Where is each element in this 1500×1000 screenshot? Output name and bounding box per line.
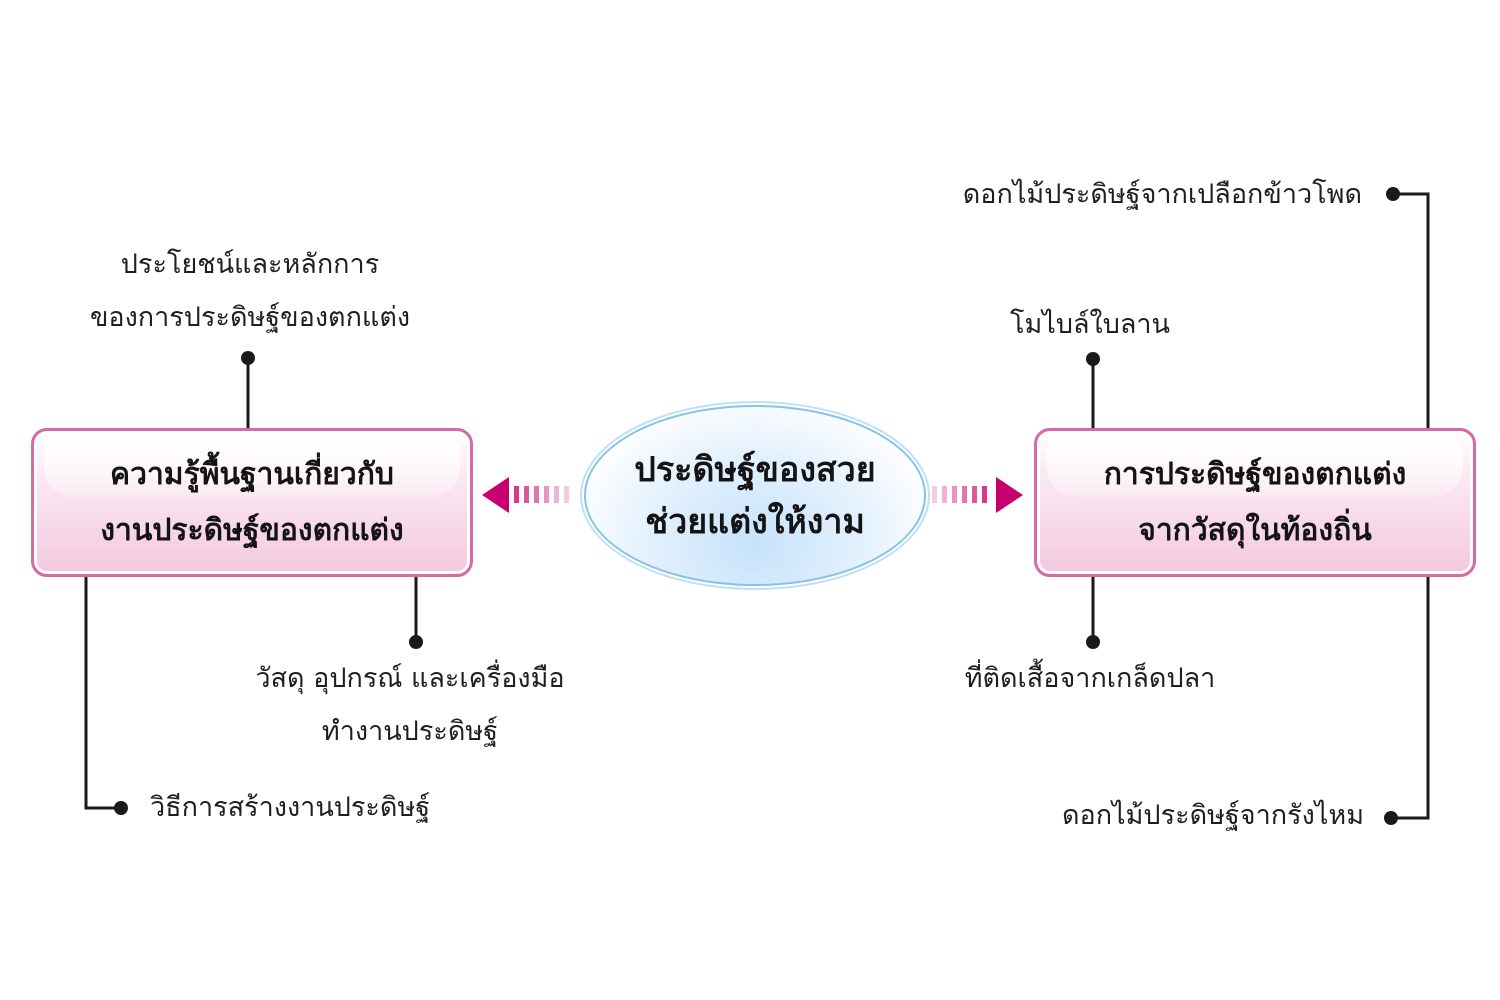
- leaf-fish-scale-brooch: ที่ติดเสื้อจากเกล็ดปลา: [940, 652, 1240, 705]
- leaf-palm-leaf-mobile-label: โมไบล์ใบลาน: [1009, 309, 1171, 340]
- left-branch-line-1: ความรู้พื้นฐานเกี่ยวกับ: [110, 456, 394, 492]
- leaf-cocoon-flower: ดอกไม้ประดิษฐ์จากรังไหม: [960, 789, 1364, 842]
- leaf-fish-scale-brooch-label: ที่ติดเสื้อจากเกล็ดปลา: [964, 663, 1216, 694]
- leaf-benefits: ประโยชน์และหลักการ ของการประดิษฐ์ของตกแต…: [68, 238, 432, 344]
- right-branch-node: การประดิษฐ์ของตกแต่ง จากวัสดุในท้องถิ่น: [1034, 428, 1476, 577]
- bullet-dot: [1086, 635, 1100, 649]
- leaf-palm-leaf-mobile: โมไบล์ใบลาน: [990, 298, 1190, 351]
- central-topic-line-1: ประดิษฐ์ของสวย: [634, 449, 876, 490]
- bullet-dot: [1086, 352, 1100, 366]
- bullet-dot: [241, 351, 255, 365]
- connector-cocoon: [1391, 571, 1430, 820]
- leaf-cocoon-flower-label: ดอกไม้ประดิษฐ์จากรังไหม: [1061, 800, 1364, 831]
- central-topic-node: ประดิษฐ์ของสวย ช่วยแต่งให้งาม: [584, 405, 926, 586]
- left-dashed-arrow: [482, 477, 569, 513]
- leaf-corn-husk-flower: ดอกไม้ประดิษฐ์จากเปลือกข้าวโพด: [900, 168, 1362, 221]
- leaf-methods-line-1: วิธีการสร้างงานประดิษฐ์: [150, 792, 431, 823]
- leaf-materials: วัสดุ อุปกรณ์ และเครื่องมือ ทำงานประดิษฐ…: [228, 652, 592, 758]
- left-branch-line-2: งานประดิษฐ์ของตกแต่ง: [100, 512, 404, 548]
- bullet-dot: [1384, 811, 1398, 825]
- leaf-methods: วิธีการสร้างงานประดิษฐ์: [150, 781, 430, 834]
- right-branch-line-1: การประดิษฐ์ของตกแต่ง: [1103, 456, 1407, 492]
- connector-corn-husk: [1393, 192, 1430, 428]
- leaf-benefits-line-1: ประโยชน์และหลักการ: [120, 249, 380, 280]
- central-topic-line-2: ช่วยแต่งให้งาม: [645, 501, 865, 542]
- leaf-benefits-line-2: ของการประดิษฐ์ของตกแต่ง: [89, 302, 411, 333]
- leaf-materials-line-1: วัสดุ อุปกรณ์ และเครื่องมือ: [255, 663, 565, 694]
- bullet-dot: [1386, 187, 1400, 201]
- right-dashed-arrow: [932, 477, 1023, 513]
- connector-methods: [84, 571, 121, 810]
- leaf-materials-line-2: ทำงานประดิษฐ์: [321, 716, 499, 747]
- bullet-dot: [114, 801, 128, 815]
- right-branch-line-2: จากวัสดุในท้องถิ่น: [1138, 512, 1372, 548]
- leaf-corn-husk-flower-label: ดอกไม้ประดิษฐ์จากเปลือกข้าวโพด: [962, 179, 1362, 210]
- bullet-dot: [409, 635, 423, 649]
- left-branch-node: ความรู้พื้นฐานเกี่ยวกับ งานประดิษฐ์ของตก…: [31, 428, 473, 577]
